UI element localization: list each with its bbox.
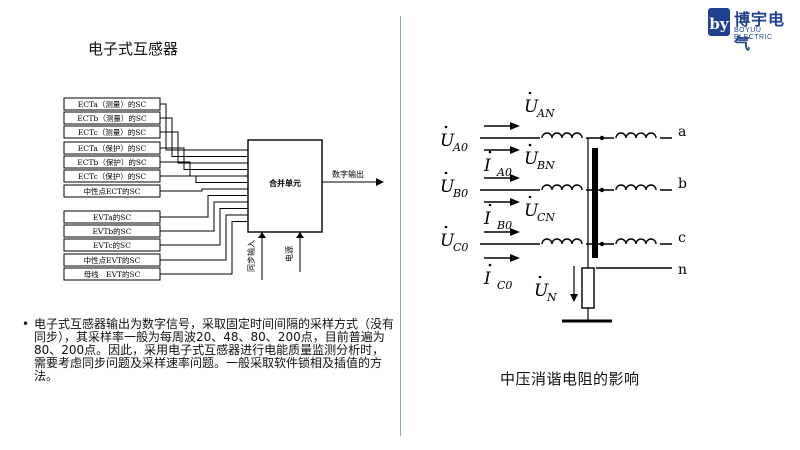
source-b-symbol: U (440, 177, 455, 197)
input-connector-0 (160, 103, 248, 151)
current-a-symbol: I (483, 156, 491, 176)
source-c-subscript: C0 (453, 241, 468, 254)
neutral-voltage-subscript: N (546, 291, 557, 304)
node-dot-c (599, 241, 605, 247)
phase-label-c: c (678, 230, 686, 246)
current-b-subscript: B0 (496, 219, 512, 232)
phase-label-a: a (678, 124, 686, 140)
inductor-left-a (541, 132, 583, 139)
inductor-right-c (615, 238, 657, 245)
drop-bn-dot (528, 143, 532, 147)
input-box-label-9: EVTc的SC (93, 240, 131, 250)
current-b-symbol: I (483, 209, 491, 229)
output-label: 数字输出 (332, 169, 364, 179)
neutral-resistor (581, 267, 595, 309)
electronic-transformer-diagram: ECTa（测量）的SC ECTb（测量）的SC ECTc（测量）的SC ECTa（保护… (63, 97, 384, 281)
brand-logo: by (708, 8, 730, 36)
input-box-label-8: EVTb的SC (92, 226, 131, 236)
logo-mark-bg (708, 8, 730, 36)
drop-bn-subscript: BN (536, 159, 555, 172)
current-b-dot (488, 203, 492, 207)
bullet-text: 电子式互感器输出为数字信号，采取固定时间间隔的采样方式（没有同步），其采样率一般… (34, 317, 395, 383)
source-b-dot (444, 171, 448, 175)
drop-an-dot (528, 91, 532, 95)
logo-mark-letters: by (709, 15, 729, 33)
input-connector-9 (160, 208, 248, 246)
input-box-label-4: ECTb（保护）的SC (77, 157, 147, 167)
core-bar (592, 148, 598, 258)
source-b-subscript: B0 (452, 187, 468, 200)
source-c-dot (444, 225, 448, 229)
bullet-dot: • (22, 317, 30, 331)
merge-unit-label: 合并单元 (268, 178, 301, 188)
sync-arrowhead (258, 232, 266, 238)
power-arrowhead (296, 232, 304, 238)
inductor-left-c (541, 238, 583, 245)
input-box-label-11: 母线 EVT的SC (84, 269, 141, 279)
drop-cn-subscript: CN (537, 211, 555, 224)
input-box-label-3: ECTa（保护）的SC (78, 143, 147, 153)
neutral-voltage-dot (538, 275, 542, 279)
power-label: 电源 (284, 246, 294, 262)
input-connector-5 (160, 175, 248, 183)
phase-label-n: n (678, 262, 687, 278)
input-box-label-7: EVTa的SC (93, 212, 131, 222)
node-dot-a (599, 135, 605, 141)
current-arrow-b-head (510, 198, 520, 206)
drop-cn-dot (528, 195, 532, 199)
neutral-voltage-symbol: U (534, 281, 549, 301)
merge-unit-box (247, 139, 323, 233)
sync-input-label: 同步输入 (246, 240, 256, 272)
voltage-arrow-c-head (510, 228, 520, 236)
source-c-symbol: U (440, 231, 455, 251)
inductor-right-a (615, 132, 657, 139)
current-c-symbol: I (483, 269, 491, 289)
phase-label-b: b (678, 176, 687, 192)
input-box-label-2: ECTc（测量）的SC (78, 127, 146, 137)
drop-an-symbol: U (524, 97, 539, 117)
current-a-dot (488, 150, 492, 154)
drop-cn-symbol: U (524, 201, 539, 221)
input-connector-4 (160, 161, 248, 177)
input-connector-1 (160, 117, 248, 157)
current-c-dot (488, 263, 492, 267)
logo-name-cn: 博宇电气 (734, 10, 786, 53)
input-connector-10 (160, 214, 248, 261)
current-arrow-a-head (510, 146, 520, 154)
inductor-right-b (615, 184, 657, 191)
bullet-paragraph: • 电子式互感器输出为数字信号，采取固定时间间隔的采样方式（没有同步），其采样率… (22, 318, 394, 383)
input-box-label-5: ECTc（保护）的SC (78, 171, 146, 181)
right-caption: 中压消谐电阻的影响 (500, 370, 640, 388)
current-c-subscript: C0 (497, 279, 512, 292)
drop-bn-symbol: U (524, 149, 539, 169)
voltage-arrow-a-head (510, 122, 520, 130)
input-box-label-1: ECTb（测量）的SC (77, 113, 147, 123)
input-box-label-6: 中性点ECT的SC (83, 186, 140, 196)
current-arrow-c-head (510, 254, 520, 262)
output-arrowhead (376, 178, 384, 186)
input-connector-3 (160, 147, 248, 170)
left-title: 电子式互感器 (88, 40, 179, 58)
drop-an-subscript: AN (536, 107, 555, 120)
source-a-symbol: U (440, 131, 455, 151)
inductor-left-b (541, 184, 583, 191)
source-a-dot (444, 125, 448, 129)
vertical-divider (400, 16, 401, 436)
node-dot-b (599, 187, 605, 193)
input-connector-8 (160, 201, 248, 232)
input-connector-6 (160, 188, 248, 192)
neutral-arrowhead (570, 294, 578, 302)
input-connector-7 (160, 195, 248, 218)
input-connector-11 (160, 221, 248, 275)
logo-name-en: BOYUU ELECTRIC (734, 27, 773, 41)
current-a-subscript: A0 (496, 166, 512, 179)
source-a-subscript: A0 (452, 141, 468, 154)
input-box-label-0: ECTa（测量）的SC (78, 99, 147, 109)
input-box-label-10: 中性点EVT的SC (84, 255, 141, 265)
voltage-arrow-b-head (510, 174, 520, 182)
